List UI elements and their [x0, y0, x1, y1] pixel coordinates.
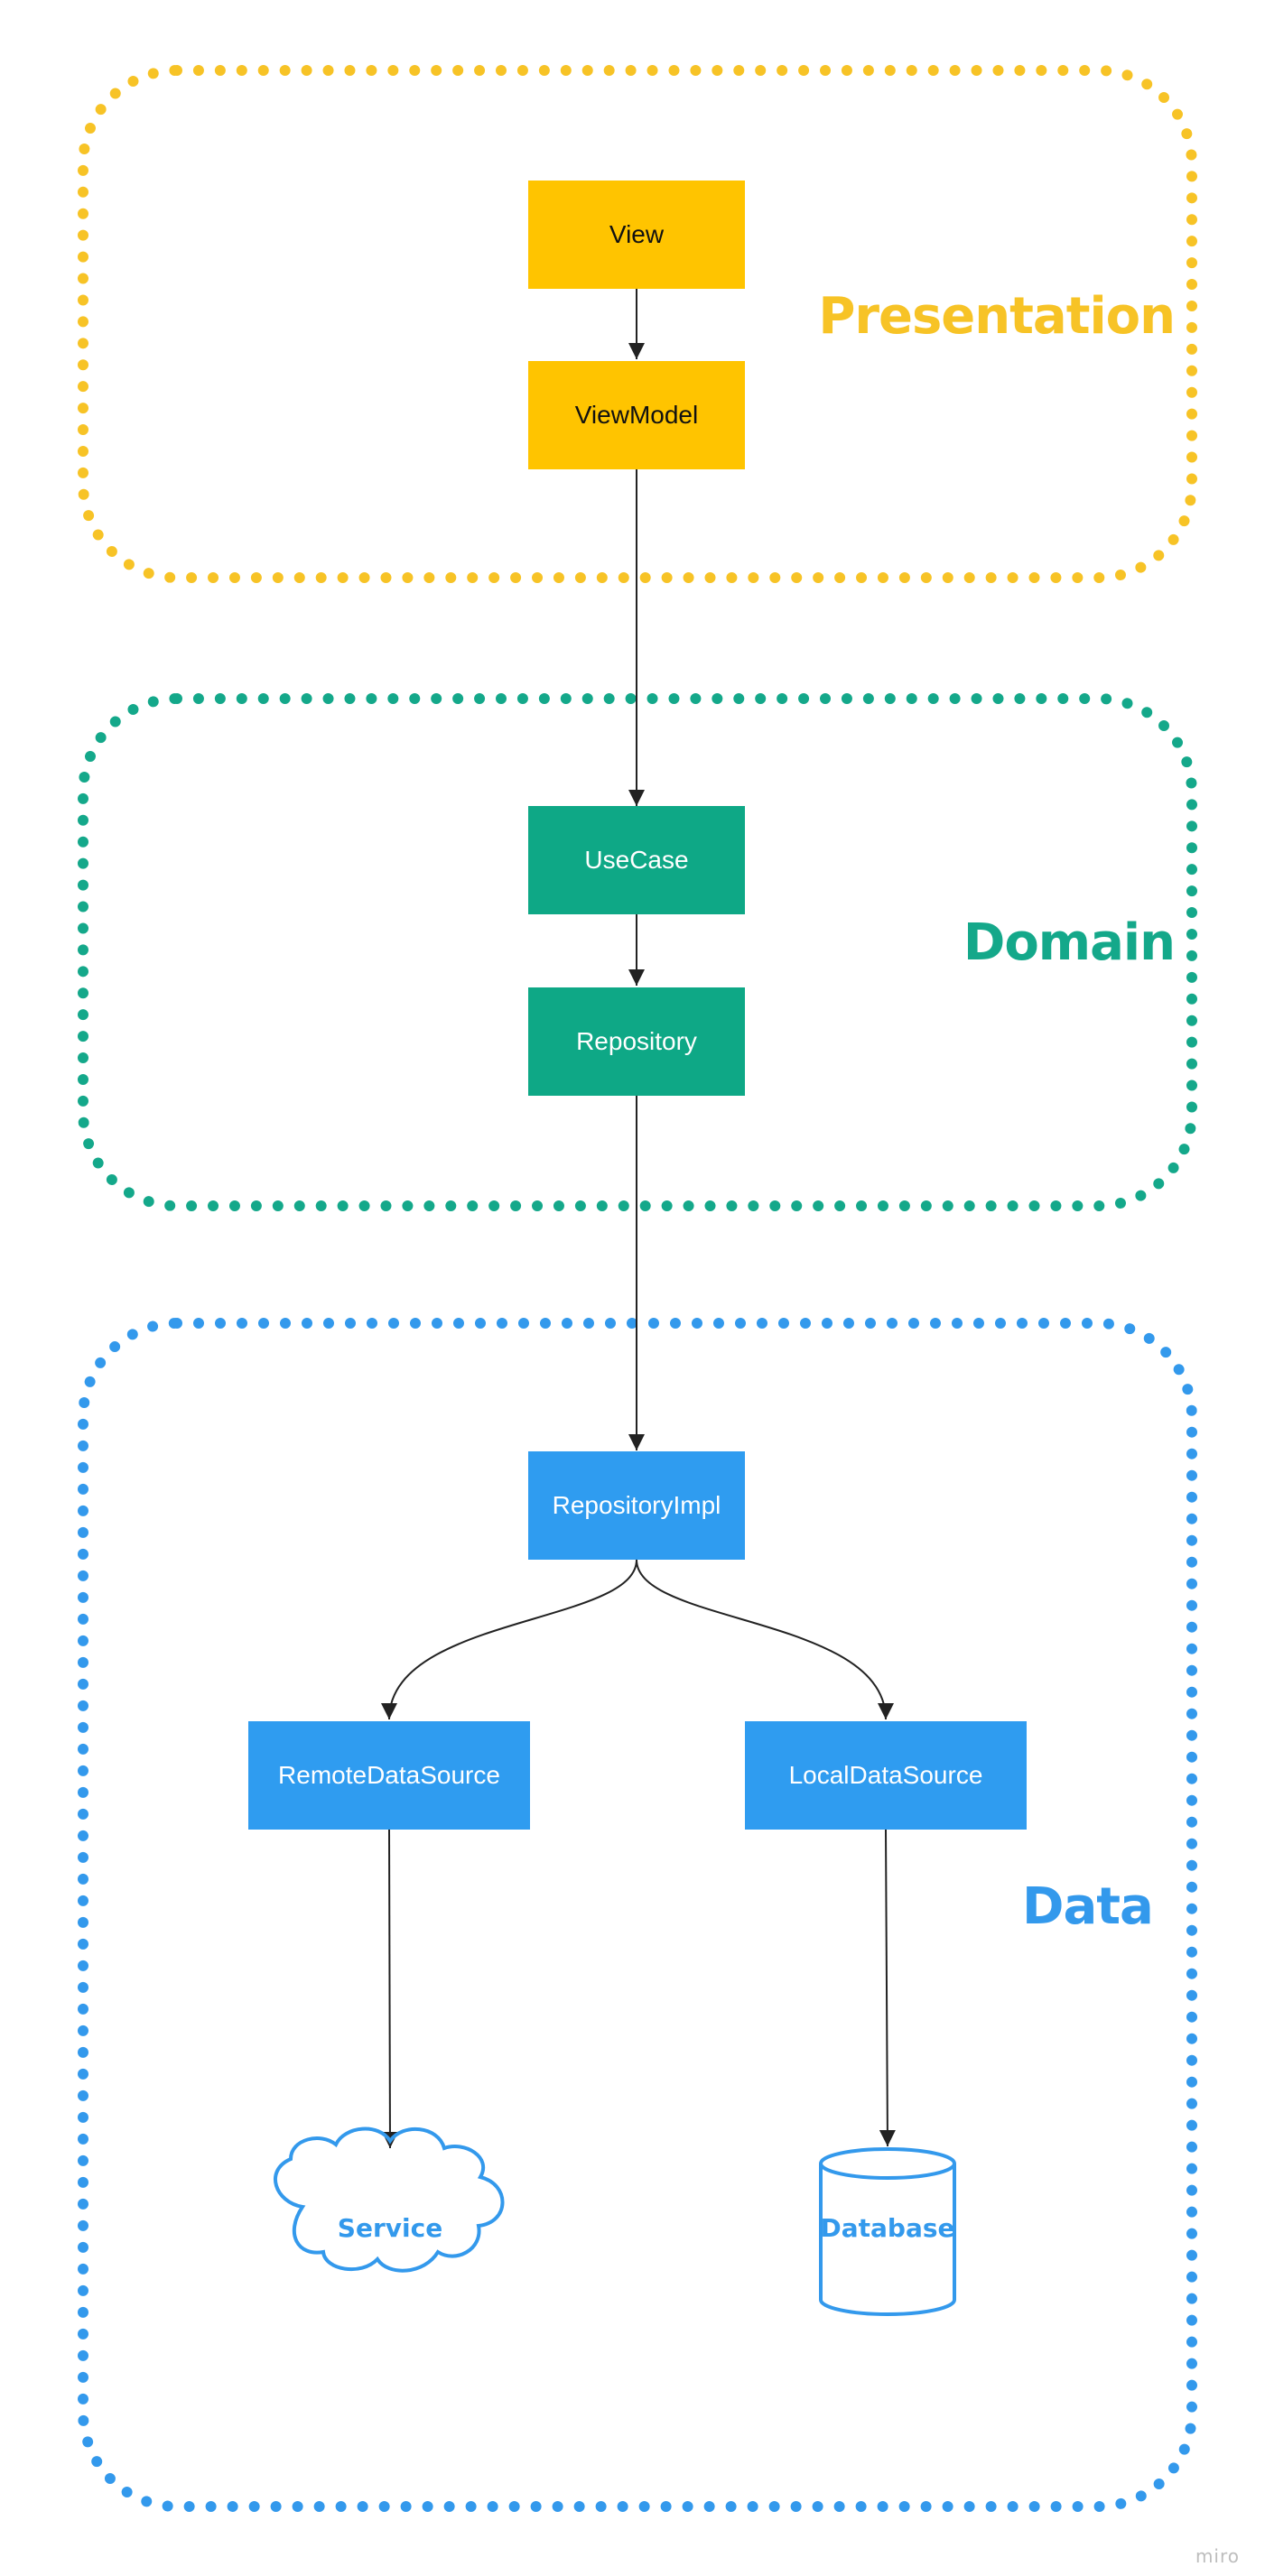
- view-node[interactable]: View: [528, 181, 745, 289]
- edge-localdatasource-database: [879, 1829, 896, 2147]
- viewmodel-node[interactable]: ViewModel: [528, 361, 745, 469]
- edge-remotedatasource-service: [381, 1829, 398, 2149]
- edge-repositoryimpl-localdatasource: [636, 1559, 894, 1720]
- local-data-source-node[interactable]: LocalDataSource: [745, 1721, 1027, 1830]
- data-layer-label: Data: [1022, 1877, 1154, 1936]
- miro-watermark: miro: [1195, 2545, 1240, 2567]
- domain-layer-label: Domain: [963, 913, 1176, 972]
- service-cloud-icon: [274, 2127, 505, 2273]
- usecase-node[interactable]: UseCase: [528, 806, 745, 914]
- service-node-label: Service: [337, 2213, 443, 2243]
- database-node-label: Database: [820, 2213, 955, 2243]
- presentation-layer-group: [78, 65, 1197, 583]
- repository-node[interactable]: Repository: [528, 987, 745, 1096]
- edge-repositoryimpl-remotedatasource: [381, 1559, 637, 1720]
- presentation-layer-label: Presentation: [818, 287, 1176, 346]
- remote-data-source-node[interactable]: RemoteDataSource: [248, 1721, 530, 1830]
- repositoryimpl-node[interactable]: RepositoryImpl: [528, 1451, 745, 1560]
- database-cylinder-icon: [819, 2147, 956, 2316]
